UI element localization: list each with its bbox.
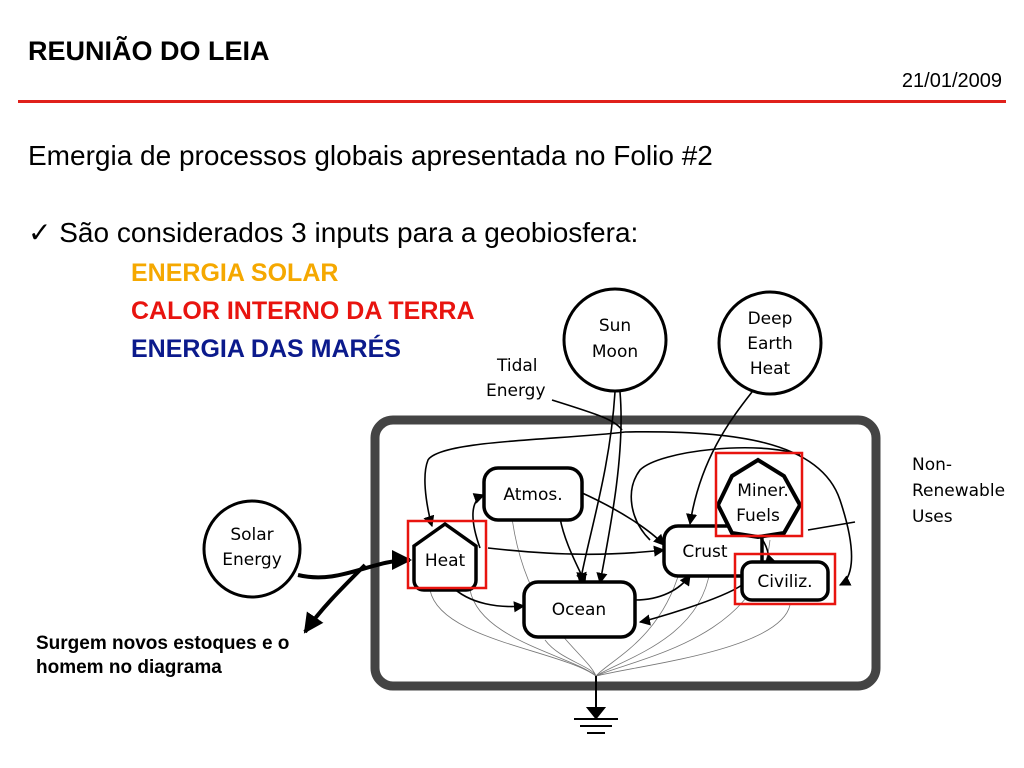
nonrenewable-label-3: Uses (912, 507, 953, 527)
heat-highlight-box (406, 519, 488, 590)
bullet-line: ✓ São considerados 3 inputs para a geobi… (28, 216, 638, 249)
heat-to-atmos-flow (472, 493, 486, 549)
top-to-civiliz-flow (624, 430, 853, 586)
ocean-to-crust-flow (634, 574, 691, 601)
civiliz-label: Civiliz. (757, 572, 812, 592)
civilization-consumer (740, 560, 830, 602)
source-solar-label: ENERGIA SOLAR (131, 259, 339, 287)
tidal-pointer (551, 399, 623, 431)
deep-label: Deep (748, 309, 793, 329)
crust-storage (662, 524, 764, 578)
geobiosphere-boundary (370, 415, 881, 691)
deep-earth-heat-source (717, 290, 823, 396)
solar-input-arrow (297, 550, 412, 580)
heat-sink-lines (429, 499, 791, 677)
atmos-to-ocean-flow (559, 517, 587, 585)
source-internal-heat-label: CALOR INTERNO DA TERRA (131, 297, 475, 325)
deep-heat-to-crust-flow (686, 391, 753, 526)
atmos-storage (482, 466, 584, 522)
civiliz-highlight-box (733, 552, 837, 606)
slide-date: 21/01/2009 (901, 70, 1002, 92)
earth-label: Earth (747, 334, 793, 354)
energy-label: Energy (222, 550, 282, 570)
top-loop-flow (630, 447, 801, 541)
moon-label: Moon (592, 342, 638, 362)
fuels-highlight-box (714, 451, 804, 538)
ocean-label: Ocean (552, 600, 606, 620)
heat-sink-ground-icon (574, 676, 618, 734)
tidal-label: Tidal (496, 356, 538, 376)
bullet-text: ✓ São considerados 3 inputs para a geobi… (28, 217, 639, 248)
title-divider (18, 100, 1006, 103)
annotation-note: Surgem novos estoques e o homem no diagr… (36, 633, 290, 678)
solar-energy-source (202, 499, 302, 599)
slide-title: REUNIÃO DO LEIA (28, 36, 270, 66)
fuels-label: Fuels (736, 506, 780, 526)
tidal-energy-label: Energy (486, 381, 546, 401)
nonrenewable-label-2: Renewable (912, 481, 1005, 501)
civiliz-to-ocean-flow (638, 584, 743, 626)
solar-label: Solar (230, 525, 273, 545)
nonrenewable-label-1: Non- (912, 455, 952, 475)
heat-loss-arrow (303, 563, 367, 634)
moon-to-ocean-flow (576, 391, 616, 585)
sun-label: Sun (599, 316, 631, 336)
heat-consumer (412, 521, 478, 592)
source-tidal-label: ENERGIA DAS MARÉS (131, 335, 401, 363)
heat-to-crust-flow (487, 545, 666, 557)
ocean-storage (522, 580, 637, 639)
sun-to-ocean-flow (596, 391, 622, 585)
heat-label: Heat (425, 551, 466, 571)
top-to-heat-flow (423, 431, 626, 528)
heat-source-label: Heat (750, 359, 791, 379)
mineral-fuels-storage (715, 457, 803, 540)
atmos-label: Atmos. (503, 485, 562, 505)
miner-label: Miner. (737, 481, 788, 501)
crust-label: Crust (682, 542, 727, 562)
sun-moon-source (562, 287, 668, 393)
slide-subtitle: Emergia de processos globais apresentada… (28, 140, 713, 171)
nonrenewable-pointer (807, 521, 856, 531)
atmos-to-crust-flow (579, 491, 665, 546)
